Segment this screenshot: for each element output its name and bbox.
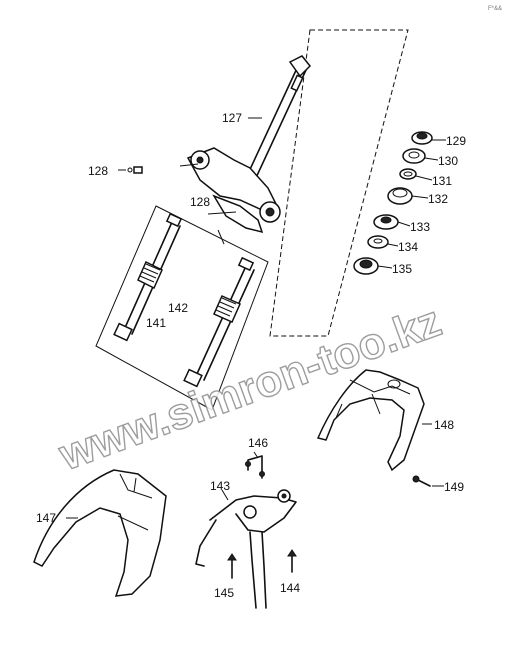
label-129: 129 xyxy=(446,134,466,148)
corner-mark: F*&& xyxy=(488,6,502,12)
label-134: 134 xyxy=(398,240,418,254)
bearing-race-130 xyxy=(402,148,426,164)
leader-lines xyxy=(66,117,446,519)
bracket-146 xyxy=(245,455,265,479)
screw-149 xyxy=(412,475,431,487)
bolt-145 xyxy=(227,553,237,579)
fork-leg-141 xyxy=(113,212,183,342)
label-132: 132 xyxy=(428,192,448,206)
steering-stem-127 xyxy=(245,55,312,183)
front-fender-147 xyxy=(33,469,167,597)
label-128-center: 128 xyxy=(190,195,210,209)
fork-group-outline xyxy=(95,205,269,411)
label-149: 149 xyxy=(444,480,464,494)
bearing-cup-129 xyxy=(411,131,433,145)
lock-nut-135 xyxy=(353,257,379,275)
bearing-cone-132 xyxy=(387,187,413,205)
bearing-cup-133 xyxy=(373,214,399,230)
label-131: 131 xyxy=(432,174,452,188)
bolt-128 xyxy=(118,166,143,174)
label-127: 127 xyxy=(222,111,242,125)
label-135: 135 xyxy=(392,262,412,276)
label-148: 148 xyxy=(434,418,454,432)
label-143: 143 xyxy=(210,479,230,493)
label-146: 146 xyxy=(248,436,268,450)
fork-leg-142 xyxy=(183,256,255,388)
washer-131 xyxy=(399,168,417,180)
label-142: 142 xyxy=(168,301,188,315)
label-130: 130 xyxy=(438,154,458,168)
inner-fender-148 xyxy=(316,369,425,472)
fork-crown-128 xyxy=(179,147,281,245)
label-128-left: 128 xyxy=(88,164,108,178)
bearing-stack xyxy=(353,131,433,275)
bearing-group-outline xyxy=(269,29,409,337)
label-145: 145 xyxy=(214,586,234,600)
label-141: 141 xyxy=(146,316,166,330)
label-133: 133 xyxy=(410,220,430,234)
label-144: 144 xyxy=(280,581,300,595)
ball-race-134 xyxy=(367,235,389,249)
fender-stay-143 xyxy=(195,489,297,609)
label-147: 147 xyxy=(36,511,56,525)
bolt-144 xyxy=(287,549,297,573)
part-labels: 127 128 128 129 130 131 132 133 134 135 … xyxy=(36,111,466,600)
